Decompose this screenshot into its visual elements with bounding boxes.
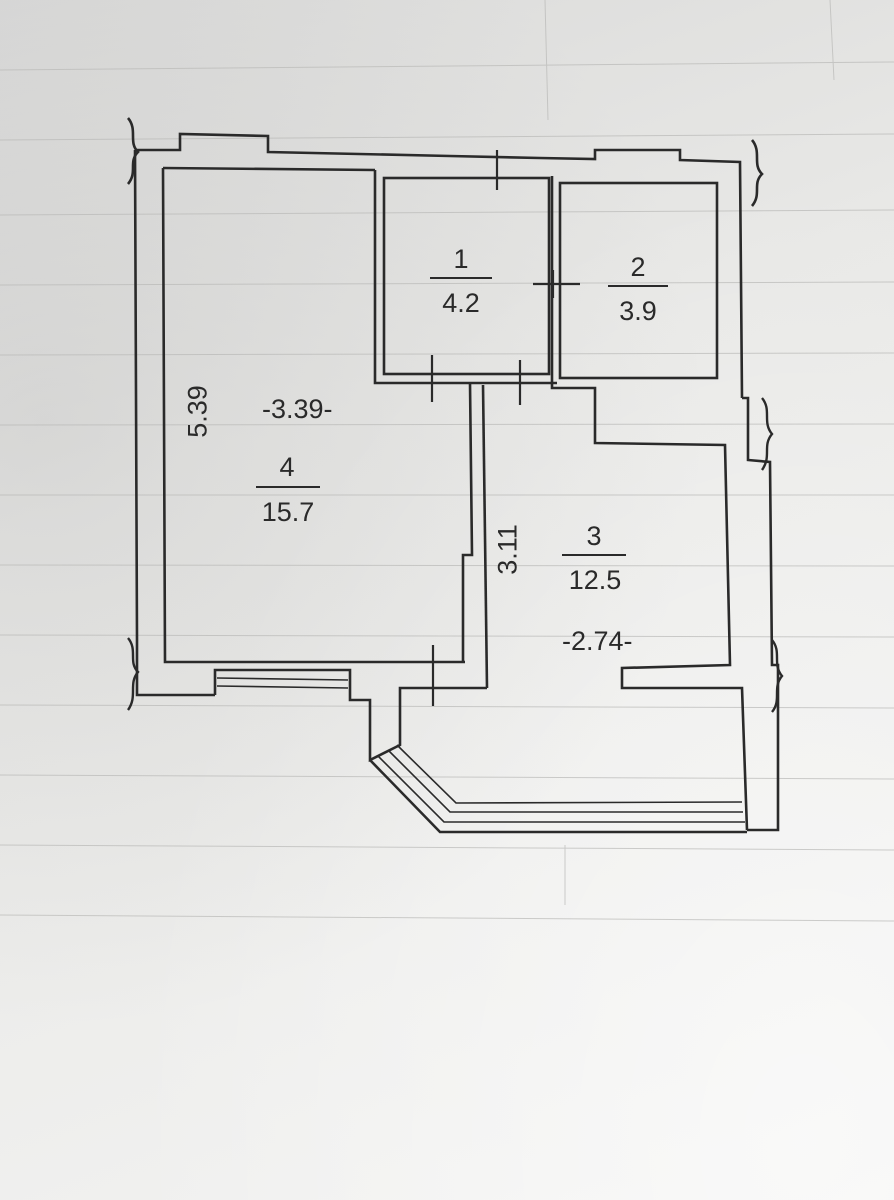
outer-wall-left (133, 149, 215, 697)
partition-room4-inner (461, 382, 474, 662)
bottom-wall-room4 (213, 668, 487, 763)
room4-width-dimension: -3.39- (262, 394, 333, 424)
outer-wall-top (135, 132, 744, 399)
balcony-rail (396, 744, 743, 804)
room4-area: 15.7 (261, 497, 315, 527)
room2-area: 3.9 (619, 296, 657, 326)
break-line-top-left (126, 117, 140, 185)
break-line-top-right (750, 139, 764, 207)
room3-area: 12.5 (568, 565, 622, 595)
room2-outline (558, 181, 719, 380)
partition-room3-left (481, 384, 489, 689)
room1-outline (382, 176, 551, 376)
break-line-right-low (771, 639, 784, 713)
room3-height-dimension: 3.11 (492, 524, 523, 575)
room2-number: 2 (630, 252, 646, 282)
room3-number: 3 (586, 521, 602, 551)
balcony-mid (377, 755, 745, 823)
room3-walls (585, 386, 749, 831)
room1-number: 1 (453, 244, 469, 274)
room1-outer-wall (373, 170, 557, 385)
room4-top-wall (162, 166, 376, 172)
room3-width-dimension: -2.74- (562, 626, 633, 656)
balcony-outer (369, 759, 747, 834)
balcony-inner (387, 749, 743, 813)
room4-height-dimension: 5.39 (182, 385, 213, 438)
outer-wall-right (742, 396, 780, 832)
room4-left-bottom-wall (161, 167, 465, 664)
room2-outer-wall (550, 176, 585, 390)
room1-area: 4.2 (442, 288, 480, 318)
room4-number: 4 (279, 452, 295, 482)
break-line-bottom-left (126, 637, 140, 711)
window-room4 (216, 677, 349, 689)
break-line-right-mid (760, 397, 774, 471)
